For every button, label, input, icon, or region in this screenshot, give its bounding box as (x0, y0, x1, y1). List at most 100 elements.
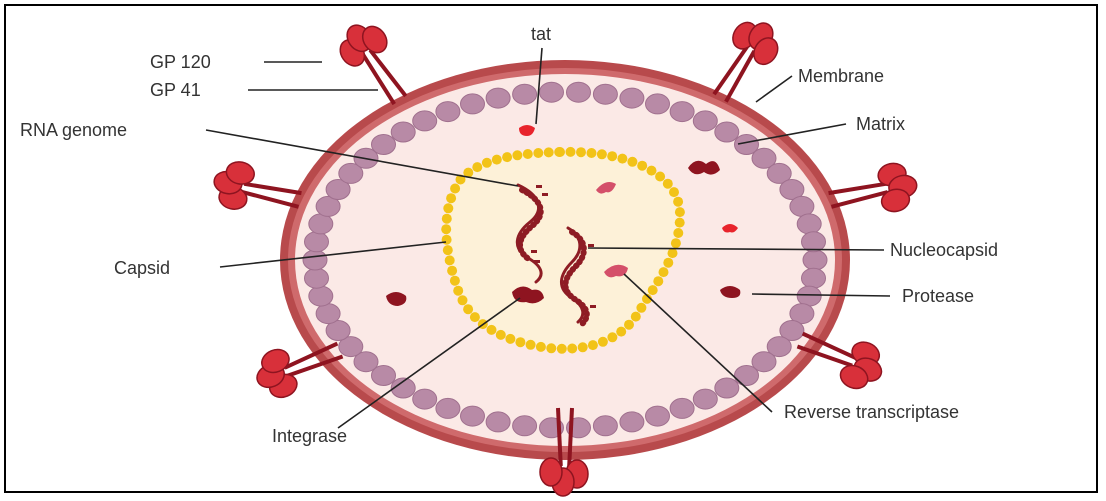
capsid-bead (616, 327, 626, 337)
label-nucleocapsid: Nucleocapsid (890, 240, 998, 260)
capsid-bead (442, 214, 452, 224)
label-membrane: Membrane (798, 66, 884, 86)
matrix-bead (693, 389, 717, 409)
gp41-stalk (558, 408, 561, 466)
label-protease: Protease (902, 286, 974, 306)
capsid-bead (487, 325, 497, 335)
capsid-bead (576, 147, 586, 157)
matrix-bead (803, 250, 827, 270)
matrix-bead (413, 389, 437, 409)
gp41-stalk (831, 192, 888, 207)
matrix-bead (620, 412, 644, 432)
matrix-bead (802, 268, 826, 288)
capsid-bead (607, 332, 617, 342)
matrix-bead (567, 82, 591, 102)
capsid-bead (663, 258, 673, 268)
capsid-bead (647, 166, 657, 176)
capsid-bead (663, 179, 673, 189)
capsid-bead (588, 340, 598, 350)
label-rna-genome: RNA genome (20, 120, 127, 140)
matrix-bead (620, 88, 644, 108)
capsid-bead (648, 285, 658, 295)
matrix-bead (316, 304, 340, 324)
matrix-bead (305, 232, 329, 252)
matrix-bead (309, 214, 333, 234)
gp41-stalk (569, 408, 572, 466)
capsid-bead (566, 147, 576, 157)
capsid-bead (442, 235, 452, 245)
matrix-bead (735, 366, 759, 386)
matrix-bead (513, 416, 537, 436)
capsid-bead (544, 147, 554, 157)
capsid-bead (675, 218, 685, 228)
matrix-bead (305, 268, 329, 288)
matrix-bead (715, 378, 739, 398)
matrix-bead (513, 84, 537, 104)
capsid-bead (445, 255, 455, 265)
capsid-bead (446, 193, 456, 203)
capsid-bead (671, 238, 681, 248)
label-matrix: Matrix (856, 114, 905, 134)
matrix-bead (461, 406, 485, 426)
matrix-bead (391, 122, 415, 142)
capsid-bead (470, 312, 480, 322)
matrix-bead (693, 111, 717, 131)
capsid-bead (505, 334, 515, 344)
matrix-bead (646, 406, 670, 426)
capsid-bead (631, 312, 641, 322)
capsid-bead (669, 187, 679, 197)
capsid-bead (659, 267, 669, 277)
capsid-bead (450, 184, 460, 194)
matrix-bead (486, 412, 510, 432)
capsid-bead (492, 155, 502, 165)
matrix-bead (540, 82, 564, 102)
matrix-bead (372, 135, 396, 155)
capsid-bead (472, 162, 482, 172)
capsid-bead (515, 337, 525, 347)
capsid-bead (653, 276, 663, 286)
matrix-bead (461, 94, 485, 114)
capsid-bead (598, 337, 608, 347)
label-reverse-transcriptase: Reverse transcriptase (784, 402, 959, 422)
label-gp41: GP 41 (150, 80, 201, 100)
membrane-leader (756, 76, 792, 102)
capsid-bead (557, 344, 567, 354)
matrix-bead (436, 102, 460, 122)
capsid-bead (512, 150, 522, 160)
matrix-bead (646, 94, 670, 114)
label-integrase: Integrase (272, 426, 347, 446)
capsid-bead (453, 286, 463, 296)
capsid-bead (578, 342, 588, 352)
matrix-bead (790, 196, 814, 216)
capsid-bead (523, 149, 533, 159)
gp41-stalk (242, 192, 299, 207)
capsid-bead (668, 248, 678, 258)
matrix-bead (670, 398, 694, 418)
capsid-bead (624, 320, 634, 330)
capsid-bead (496, 330, 506, 340)
capsid-bead (554, 147, 564, 157)
capsid-bead (447, 266, 457, 276)
capsid-bead (673, 228, 683, 238)
matrix-bead (593, 84, 617, 104)
gp120-head (540, 458, 562, 486)
capsid-bead (536, 342, 546, 352)
capsid-bead (675, 207, 685, 217)
capsid-bead (587, 148, 597, 158)
capsid-bead (637, 161, 647, 171)
capsid-bead (673, 197, 683, 207)
label-tat: tat (531, 24, 551, 44)
capsid-bead (441, 224, 451, 234)
capsid-bead (607, 151, 617, 161)
label-capsid: Capsid (114, 258, 170, 278)
capsid-bead (458, 295, 468, 305)
matrix-bead (715, 122, 739, 142)
capsid-bead (567, 344, 577, 354)
capsid-bead (450, 276, 460, 286)
matrix-bead (670, 102, 694, 122)
capsid-bead (627, 157, 637, 167)
capsid-bead (546, 343, 556, 353)
capsid-bead (655, 172, 665, 182)
capsid-bead (443, 245, 453, 255)
